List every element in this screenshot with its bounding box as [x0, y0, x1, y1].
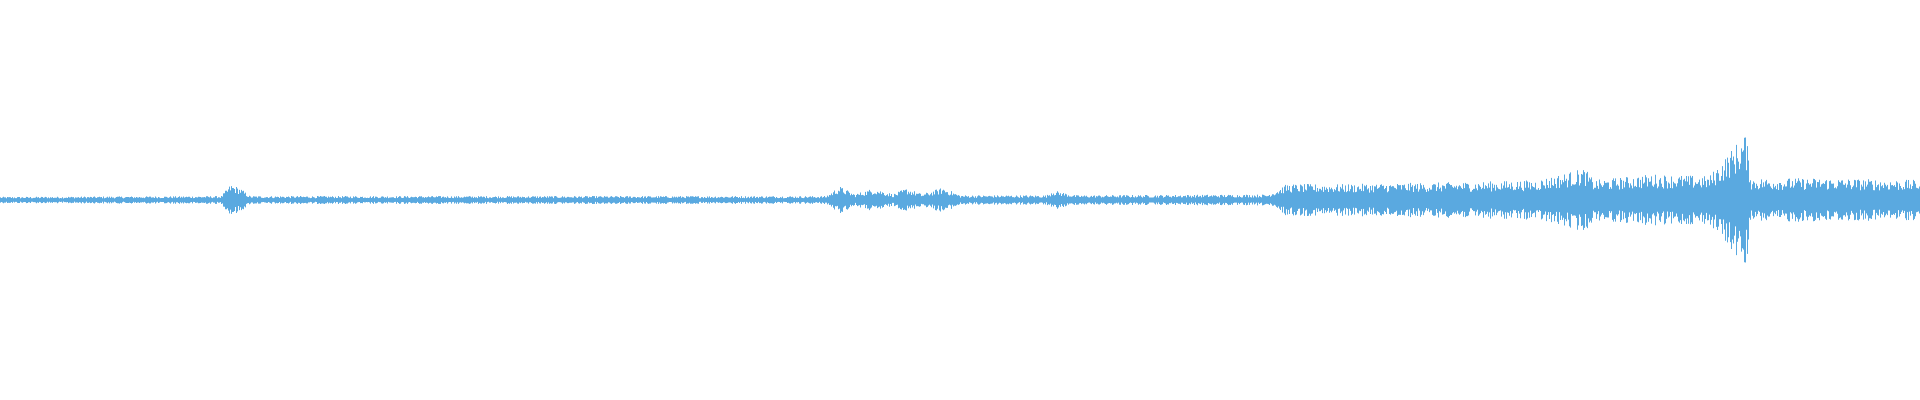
waveform-samples	[0, 137, 1920, 263]
waveform-path	[0, 137, 1920, 263]
